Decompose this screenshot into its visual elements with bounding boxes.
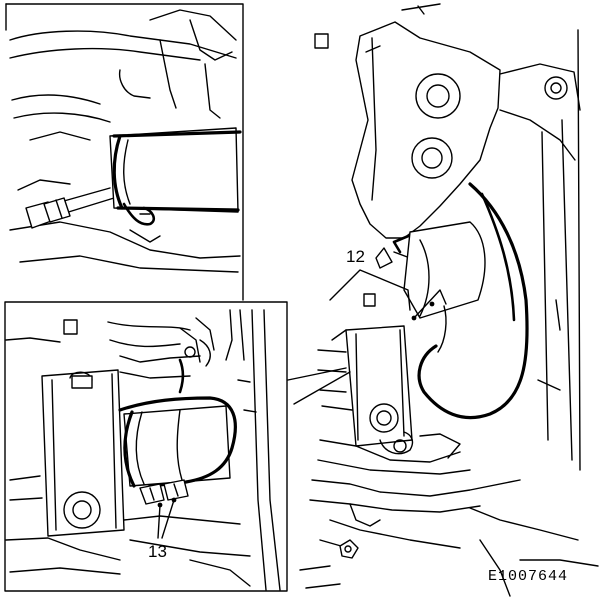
main-assembly-view (299, 3, 599, 597)
figure-reference-code: E1007644 (488, 568, 568, 585)
inset-detail-view (4, 301, 351, 592)
upper-left-detail-view (5, 3, 244, 301)
callout-12: 12 (346, 247, 365, 266)
callout-13: 13 (148, 542, 167, 561)
